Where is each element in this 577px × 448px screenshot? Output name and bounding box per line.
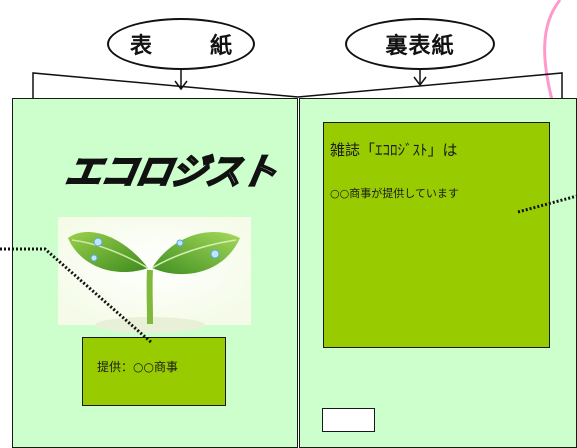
cover-credit-box [82, 337, 226, 406]
front-cover-callout: 表 紙 [107, 18, 255, 70]
blank-label-box [322, 408, 375, 432]
cover-credit-text: 提供：○○商事 [97, 360, 178, 374]
back-cover-subtitle: ○○商事が提供しています [330, 187, 459, 200]
back-cover-callout: 裏表紙 [345, 18, 495, 70]
back-cover-text-box [323, 122, 550, 348]
back-cover-title: 雑誌「ｴｺﾛｼﾞｽﾄ」は [330, 141, 458, 159]
